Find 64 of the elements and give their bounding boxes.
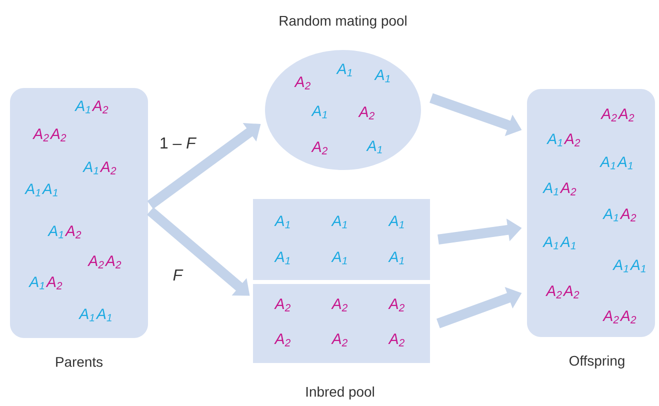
allele-label: A$_{1}$ [311, 106, 327, 118]
allele-label: A$_{2}$ [388, 298, 404, 312]
allele-label: A$_{1}$ [331, 216, 347, 228]
allele-label: A$_{1}$ [48, 226, 64, 238]
pool-heading: Random mating pool [280, 16, 406, 28]
allele-label: A$_{1}$ [78, 308, 94, 322]
allele-label: A$_{2}$ [32, 128, 49, 142]
allele-label: A$_{1}$ [616, 156, 632, 170]
allele-label: A$_{1}$ [560, 236, 576, 250]
allele-label: A$_{2}$ [564, 134, 580, 146]
allele-label: A$_{1}$ [612, 260, 628, 272]
allele-label: A$_{1}$ [630, 260, 646, 272]
allele-label: A$_{1}$ [542, 236, 558, 250]
allele-label: A$_{1}$ [388, 252, 404, 264]
allele-label: A$_{1}$ [274, 252, 290, 264]
edge-label: 1 – F [160, 138, 197, 148]
allele-label: A$_{2}$ [50, 128, 66, 142]
allele-label: A$_{2}$ [92, 100, 108, 114]
allele-label: A$_{2}$ [618, 108, 634, 122]
pool-heading: Parents [56, 357, 103, 367]
allele-label: A$_{1}$ [546, 134, 562, 146]
allele-label: A$_{1}$ [331, 252, 347, 264]
allele-label: A$_{1}$ [336, 64, 352, 76]
allele-label: A$_{1}$ [74, 100, 90, 114]
allele-label: A$_{1}$ [600, 156, 616, 170]
allele-label: A$_{2}$ [331, 334, 348, 346]
allele-label: A$_{2}$ [620, 208, 636, 222]
allele-label: A$_{1}$ [274, 216, 290, 228]
allele-label: A$_{2}$ [100, 162, 116, 174]
allele-label: A$_{2}$ [64, 226, 82, 238]
allele-label: A$_{1}$ [388, 216, 404, 228]
allele-label: A$_{2}$ [294, 76, 310, 90]
allele-label: A$_{1}$ [24, 184, 40, 196]
population-box [527, 89, 655, 368]
allele-label: A$_{2}$ [46, 276, 62, 290]
allele-label: A$_{2}$ [88, 256, 104, 268]
allele-label: A$_{2}$ [562, 286, 580, 298]
allele-label: A$_{2}$ [311, 142, 328, 154]
allele-label: A$_{2}$ [274, 298, 290, 312]
pool-heading: Inbred pool [306, 386, 374, 400]
allele-label: A$_{1}$ [542, 182, 558, 196]
population-box [10, 88, 148, 367]
allele-label: A$_{2}$ [560, 182, 576, 196]
population-box [253, 284, 430, 363]
allele-label: A$_{1}$ [602, 208, 618, 222]
allele-label: A$_{2}$ [546, 286, 562, 298]
allele-label: A$_{1}$ [96, 308, 112, 322]
pool-heading: Offspring [570, 356, 624, 368]
allele-label: A$_{1}$ [374, 70, 390, 82]
edge-label: F [173, 270, 184, 280]
allele-label: A$_{2}$ [600, 108, 617, 122]
allele-label: A$_{2}$ [620, 310, 636, 324]
allele-label: A$_{1}$ [366, 140, 382, 154]
allele-label: A$_{2}$ [358, 106, 374, 120]
allele-label: A$_{1}$ [28, 276, 44, 290]
allele-label: A$_{2}$ [104, 256, 122, 268]
allele-label: A$_{2}$ [274, 334, 290, 346]
allele-label: A$_{2}$ [602, 310, 619, 324]
population-box [253, 199, 430, 280]
pool-ellipse [265, 16, 421, 170]
allele-label: A$_{2}$ [331, 298, 348, 312]
allele-label: A$_{1}$ [42, 184, 58, 196]
allele-label: A$_{1}$ [82, 162, 98, 174]
allele-label: A$_{2}$ [388, 334, 404, 346]
